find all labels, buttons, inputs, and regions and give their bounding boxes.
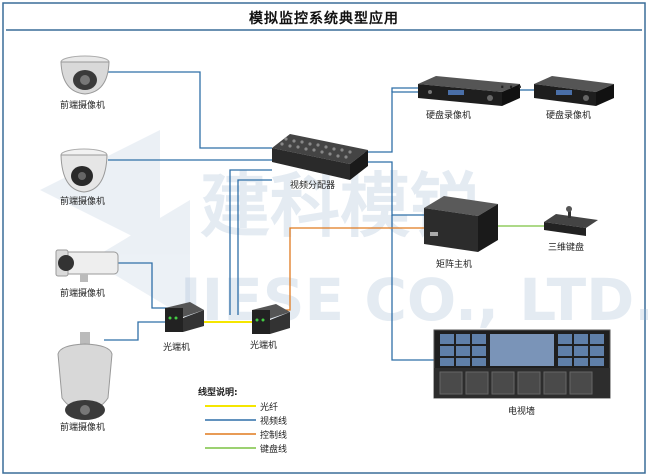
legend-label-keyboard: 键盘线 — [260, 445, 288, 455]
ellipsis: · · · — [500, 80, 523, 94]
video-line-cam4 — [104, 321, 170, 341]
joystick-keyboard-icon — [544, 206, 598, 236]
label-camera-dome2: 前端摄像机 — [60, 197, 106, 207]
bullet-camera-icon — [55, 249, 119, 282]
legend-title: 线型说明: — [198, 388, 238, 398]
label-dvr2: 硬盘录像机 — [546, 111, 592, 121]
dome-camera-icon-2 — [60, 148, 108, 193]
legend-label-control: 控制线 — [260, 431, 288, 441]
video-line-dvr1 — [362, 91, 418, 153]
dome-camera-icon-1 — [60, 55, 110, 95]
legend-label-video: 视频线 — [260, 417, 288, 427]
legend-label-fiber: 光纤 — [260, 403, 279, 413]
label-distributor: 视频分配器 — [290, 181, 336, 191]
video-line-cam3 — [118, 262, 170, 309]
label-tvwall: 电视墙 — [508, 407, 536, 417]
dvr-icon-2 — [534, 76, 614, 106]
title-bar: 模拟监控系统典型应用 — [6, 4, 642, 30]
video-line-tvwall — [391, 215, 434, 361]
dvr-icon-1 — [418, 76, 520, 106]
label-dvr1: 硬盘录像机 — [426, 111, 472, 121]
video-line-matrix — [362, 161, 424, 216]
optical-transceiver-icon-2 — [252, 304, 290, 334]
label-camera-ptz: 前端摄像机 — [60, 423, 106, 433]
label-keyboard: 三维键盘 — [548, 243, 585, 253]
ptz-camera-icon — [57, 332, 113, 420]
matrix-host-icon — [424, 196, 498, 252]
page-title: 模拟监控系统典型应用 — [249, 11, 399, 27]
tv-wall-icon — [433, 329, 611, 399]
video-distributor-icon — [272, 134, 368, 180]
label-camera-dome1: 前端摄像机 — [60, 101, 106, 111]
optical-transceiver-icon-1 — [165, 302, 204, 332]
video-line-cam1 — [108, 71, 272, 149]
video-line-opt-dist2 — [237, 179, 272, 315]
video-line-opt-dist1 — [229, 169, 272, 315]
label-optical2: 光端机 — [250, 341, 278, 351]
label-matrix: 矩阵主机 — [436, 260, 473, 270]
watermark-en: JIESE CO., LTD. — [176, 266, 648, 334]
label-camera-bullet: 前端摄像机 — [60, 289, 106, 299]
video-line-dvr1b — [391, 87, 418, 92]
label-optical1: 光端机 — [163, 343, 191, 353]
